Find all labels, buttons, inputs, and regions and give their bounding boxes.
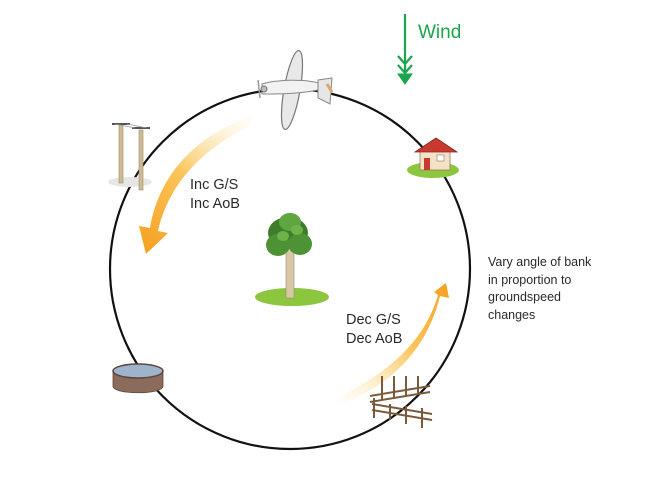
wind-arrow-icon bbox=[397, 14, 413, 85]
increasing-arrow-icon bbox=[139, 116, 252, 254]
bank-angle-note: Vary angle of bank in proportion to grou… bbox=[488, 254, 638, 324]
fence-icon bbox=[369, 376, 433, 428]
airplane-icon bbox=[257, 49, 334, 131]
decreasing-groundspeed-text: Dec G/S bbox=[346, 312, 401, 328]
note-line-2: in proportion to bbox=[488, 272, 572, 287]
decreasing-label: Dec G/S Dec AoB bbox=[346, 311, 402, 349]
note-line-4: changes bbox=[488, 307, 536, 322]
increasing-groundspeed-text: Inc G/S bbox=[190, 177, 239, 193]
power-pole-icon bbox=[108, 123, 152, 191]
increasing-label: Inc G/S Inc AoB bbox=[190, 176, 240, 214]
wind-label: Wind bbox=[418, 22, 462, 43]
note-line-1: Vary angle of bank bbox=[488, 255, 592, 269]
house-icon bbox=[407, 137, 459, 178]
increasing-bank-text: Inc AoB bbox=[190, 196, 240, 212]
tree-icon bbox=[255, 213, 329, 306]
decreasing-bank-text: Dec AoB bbox=[346, 331, 403, 347]
note-line-3: groundspeed bbox=[488, 290, 561, 304]
water-tank-icon bbox=[112, 363, 164, 394]
decreasing-arrow-icon bbox=[338, 283, 449, 405]
